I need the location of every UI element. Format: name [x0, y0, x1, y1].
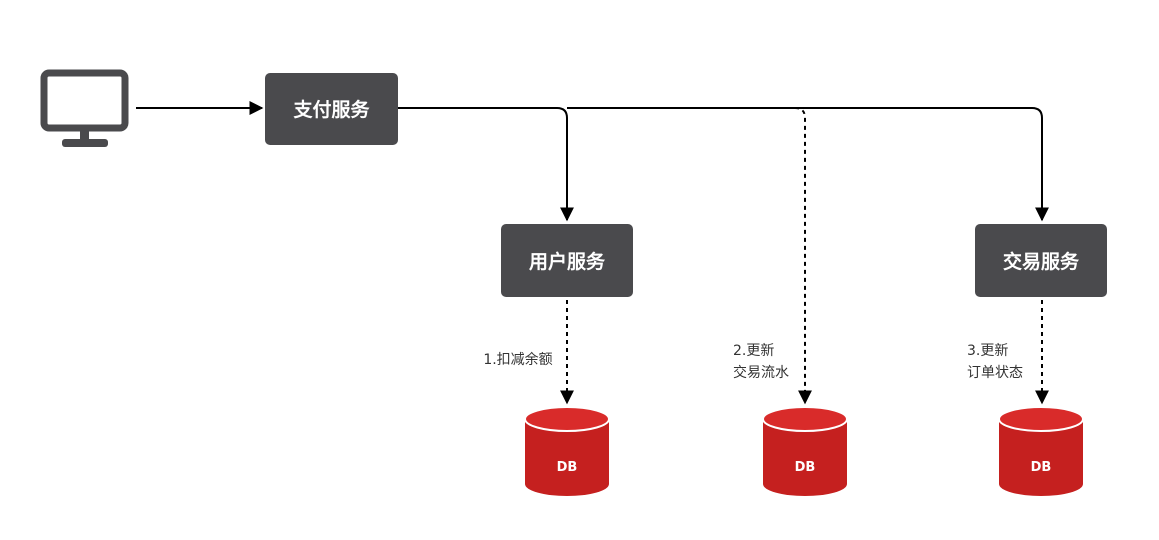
trade-service-box[interactable]: 交易服务 — [975, 224, 1107, 297]
trade-service-label: 交易服务 — [1003, 250, 1080, 273]
payment-service-label: 支付服务 — [292, 98, 370, 121]
payment-service-box[interactable]: 支付服务 — [265, 73, 398, 145]
monitor-icon — [40, 69, 129, 147]
step3-note-line2: 订单状态 — [967, 365, 1023, 381]
user-service-box[interactable]: 用户服务 — [501, 224, 633, 297]
database-icon: DB — [762, 406, 848, 496]
database-icon: DB — [524, 406, 610, 496]
db1-label: DB — [557, 460, 578, 475]
step1-note: 1.扣减余额 — [483, 351, 552, 368]
step3-note-line1: 3.更新 — [967, 343, 1008, 359]
step2-note-line2: 交易流水 — [733, 364, 789, 381]
database-icon: DB — [998, 406, 1084, 496]
payment-to-user-arrow — [398, 107, 574, 222]
step2-note-line1: 2.更新 — [733, 343, 774, 359]
db3-label: DB — [1031, 460, 1052, 475]
user-service-label: 用户服务 — [529, 250, 606, 273]
payment-to-trade-arrow — [567, 107, 1049, 222]
payment-to-db2-dashed-arrow — [794, 107, 812, 405]
db2-label: DB — [795, 460, 816, 475]
